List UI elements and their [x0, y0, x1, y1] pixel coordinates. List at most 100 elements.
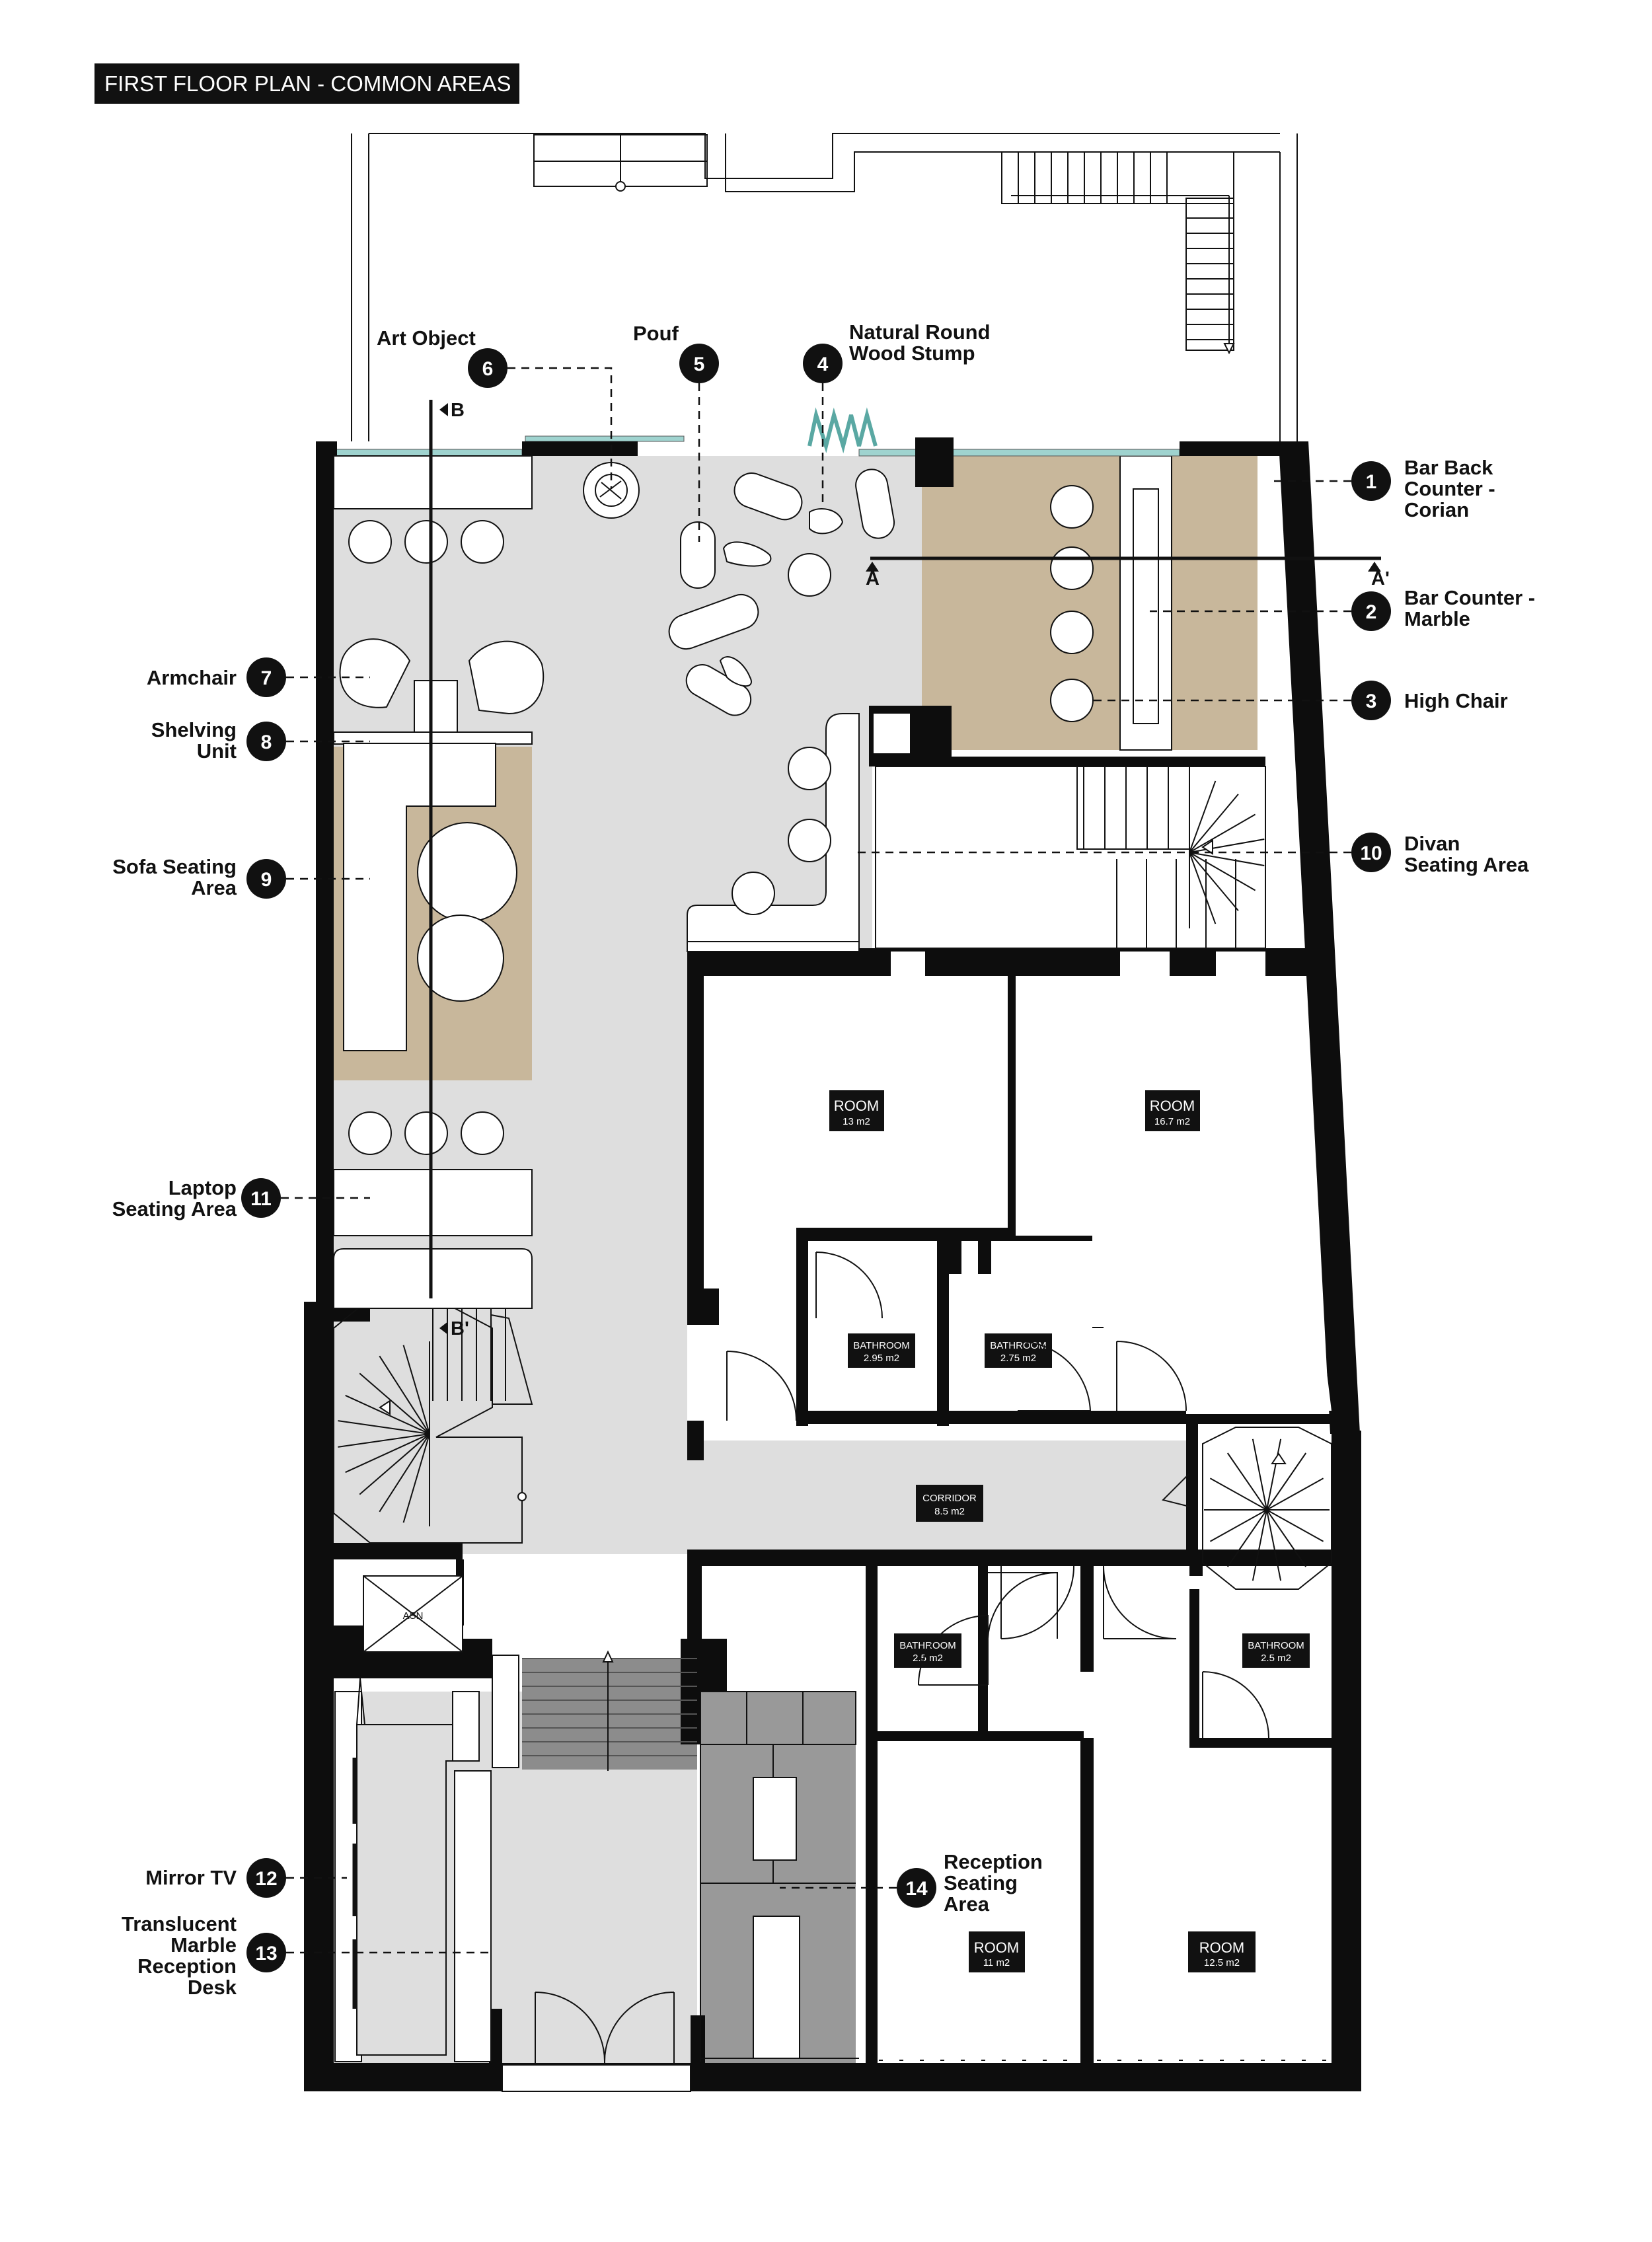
stair-tread — [1266, 1452, 1307, 1511]
walls — [304, 437, 1361, 2091]
svg-text:Counter -: Counter - — [1404, 477, 1495, 500]
callout-10-divan-seating: 10 Divan Seating Area — [1351, 832, 1529, 876]
svg-text:Seating Area: Seating Area — [112, 1197, 237, 1220]
svg-text:High Chair: High Chair — [1404, 689, 1508, 712]
stair-tread — [1189, 839, 1265, 853]
bathroom-tag-2-75: BATHROOM 2.75 m2 — [985, 1333, 1052, 1368]
svg-text:Desk: Desk — [188, 1976, 237, 1999]
svg-text:Unit: Unit — [197, 739, 237, 763]
plan-title: FIRST FLOOR PLAN - COMMON AREAS — [94, 63, 519, 104]
terrace-stair — [1001, 151, 1235, 355]
stair-tread — [1189, 852, 1217, 924]
svg-text:2.5 m2: 2.5 m2 — [913, 1653, 943, 1664]
stair-tread — [1209, 1477, 1267, 1511]
stair-tread — [1226, 1509, 1267, 1567]
svg-text:10: 10 — [1360, 842, 1382, 864]
stair-tread — [1266, 1509, 1324, 1542]
svg-text:2.5 m2: 2.5 m2 — [1261, 1653, 1291, 1664]
stair-tread — [1189, 852, 1256, 891]
stair-tread — [402, 1345, 430, 1435]
svg-text:Sofa Seating: Sofa Seating — [112, 855, 237, 878]
svg-text:ROOM: ROOM — [974, 1939, 1019, 1956]
svg-text:1: 1 — [1366, 471, 1377, 493]
svg-text:6: 6 — [482, 358, 494, 380]
room-tag-13: ROOM 13 m2 — [829, 1090, 884, 1131]
svg-text:BATHROOM: BATHROOM — [1248, 1640, 1304, 1651]
stair-tread — [379, 1355, 430, 1435]
stair-tread — [1266, 1477, 1324, 1511]
svg-text:16.7 m2: 16.7 m2 — [1154, 1116, 1190, 1127]
svg-text:Corian: Corian — [1404, 498, 1469, 521]
callout-5-pouf: 5 Pouf — [633, 322, 719, 383]
svg-text:9: 9 — [261, 869, 272, 891]
central-stair — [522, 1650, 697, 1771]
svg-text:Armchair: Armchair — [147, 666, 237, 689]
lift-label: ASN — [403, 1610, 424, 1622]
svg-text:ROOM: ROOM — [834, 1098, 879, 1114]
svg-text:Laptop: Laptop — [169, 1176, 237, 1199]
stair-tread — [402, 1433, 430, 1523]
stair-tread — [338, 1433, 430, 1448]
room-tag-11: ROOM 11 m2 — [969, 1931, 1025, 1972]
doors — [490, 1252, 1269, 2092]
svg-text:2: 2 — [1366, 601, 1377, 623]
stair-tread — [1189, 852, 1239, 911]
stair-tread — [1189, 813, 1256, 853]
west-stair — [333, 1298, 527, 1544]
callout-8-shelving-unit: 8 Shelving Unit — [151, 718, 286, 763]
svg-text:3: 3 — [1366, 691, 1377, 712]
stair-tread — [1266, 1509, 1282, 1581]
svg-text:2.95 m2: 2.95 m2 — [864, 1353, 899, 1364]
svg-text:Area: Area — [191, 876, 237, 899]
svg-text:Translucent: Translucent — [122, 1912, 237, 1935]
svg-text:CORRIDOR: CORRIDOR — [922, 1493, 977, 1504]
svg-text:7: 7 — [261, 667, 272, 689]
svg-text:BATHROOM: BATHROOM — [899, 1640, 956, 1651]
section-mark-b: B — [451, 400, 465, 421]
svg-text:Art Object: Art Object — [377, 326, 476, 350]
svg-text:4: 4 — [817, 354, 829, 375]
divan-stair — [875, 766, 1266, 949]
svg-text:Pouf: Pouf — [633, 322, 679, 345]
callout-1-bar-back-counter: 1 Bar Back Counter - Corian — [1351, 456, 1495, 521]
svg-text:Area: Area — [944, 1892, 990, 1916]
svg-text:11 m2: 11 m2 — [983, 1957, 1010, 1968]
callout-9-sofa-seating: 9 Sofa Seating Area — [112, 855, 286, 899]
svg-text:BATHROOM: BATHROOM — [853, 1340, 910, 1351]
svg-text:Divan: Divan — [1404, 832, 1460, 855]
room-tag-12-5: ROOM 12.5 m2 — [1188, 1931, 1256, 1972]
svg-text:ROOM: ROOM — [1199, 1939, 1244, 1956]
callouts: 1 Bar Back Counter - Corian 2 Bar Counte… — [112, 320, 1535, 1999]
svg-text:Seating: Seating — [944, 1871, 1018, 1894]
stair-tread — [1189, 780, 1217, 853]
stair-tread — [345, 1394, 430, 1435]
room-tag-16-7: ROOM 16.7 m2 — [1145, 1090, 1200, 1131]
callout-3-high-chair: 3 High Chair — [1351, 681, 1508, 720]
section-mark-a: A — [866, 568, 880, 589]
bathroom-tag-2-5-east: BATHROOM 2.5 m2 — [1242, 1633, 1310, 1668]
stair-tread — [1266, 1439, 1282, 1511]
svg-text:Seating Area: Seating Area — [1404, 853, 1529, 876]
north-glazing — [333, 407, 1180, 457]
svg-text:Bar Back: Bar Back — [1404, 456, 1493, 479]
rooms-white — [704, 766, 1332, 2063]
stair-tread — [359, 1372, 430, 1435]
svg-text:Reception: Reception — [137, 1955, 237, 1978]
callout-leader-6 — [507, 367, 613, 489]
plan-title-text: FIRST FLOOR PLAN - COMMON AREAS — [104, 71, 511, 96]
bathroom-tag-2-95: BATHROOM 2.95 m2 — [848, 1333, 915, 1368]
stair-tread — [345, 1433, 430, 1474]
callout-4-wood-stump: 4 Natural Round Wood Stump — [803, 320, 991, 383]
svg-text:12: 12 — [255, 1868, 277, 1890]
callout-2-bar-counter: 2 Bar Counter - Marble — [1351, 586, 1535, 631]
corridor-tag: CORRIDOR 8.5 m2 — [916, 1485, 983, 1522]
stair-tread — [1252, 1439, 1267, 1511]
svg-text:11: 11 — [250, 1188, 272, 1210]
svg-text:14: 14 — [905, 1878, 928, 1900]
callout-7-armchair: 7 Armchair — [147, 657, 286, 697]
svg-text:8.5 m2: 8.5 m2 — [934, 1506, 965, 1517]
callout-6-art-object: 6 Art Object — [377, 326, 507, 388]
stair-tread — [1189, 794, 1239, 853]
stair-tread — [1209, 1509, 1267, 1542]
callout-12-mirror-tv: 12 Mirror TV — [145, 1858, 286, 1898]
